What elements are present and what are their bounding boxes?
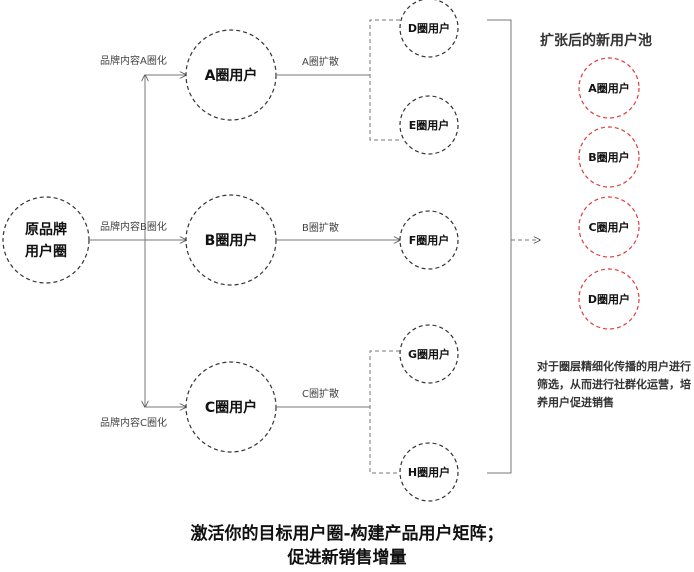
circle-a-node: A圈用户 [185, 29, 277, 121]
pool-item-a-label: A圈用户 [588, 81, 630, 95]
expand-label-b: B圈扩散 [302, 221, 339, 234]
expand-label-c: C圈扩散 [302, 387, 339, 400]
source-connectors [89, 75, 186, 407]
circle-b-label: B圈用户 [205, 232, 258, 249]
source-label-line2: 用户圈 [25, 243, 67, 260]
source-label-line1: 原品牌 [25, 221, 67, 238]
pool-item-d: D圈用户 [578, 268, 640, 330]
pool-item-a: A圈用户 [578, 57, 640, 119]
pool-bracket [487, 19, 540, 474]
target-h-label: H圈用户 [408, 465, 450, 479]
target-h-node: H圈用户 [399, 442, 459, 502]
edge-label-a: 品牌内容A圈化 [100, 54, 167, 67]
target-e-label: E圈用户 [409, 118, 450, 132]
edge-label-b: 品牌内容B圈化 [100, 220, 167, 233]
target-g-label: G圈用户 [408, 347, 450, 361]
pool-item-b: B圈用户 [578, 126, 640, 188]
target-d-node: D圈用户 [399, 0, 459, 58]
circle-b-node: B圈用户 [185, 194, 277, 286]
pool-item-c: C圈用户 [578, 196, 640, 258]
pool-item-d-label: D圈用户 [588, 292, 630, 306]
circle-c-node: C圈用户 [185, 361, 277, 453]
target-g-node: G圈用户 [399, 324, 459, 384]
edge-label-c: 品牌内容C圈化 [100, 416, 167, 429]
circle-c-label: C圈用户 [205, 399, 257, 416]
pool-description: 对于圈层精细化传播的用户进行筛选，从而进行社群化运营，培养用户促进销售 [537, 360, 691, 409]
pool-title: 扩张后的新用户池 [540, 33, 652, 49]
target-f-node: F圈用户 [399, 210, 459, 270]
source-node: 原品牌 用户圈 [2, 196, 90, 284]
expansion-connectors [276, 19, 400, 474]
expand-label-a: A圈扩散 [302, 55, 339, 68]
target-d-label: D圈用户 [408, 21, 450, 35]
target-e-node: E圈用户 [399, 95, 459, 155]
circle-a-label: A圈用户 [205, 67, 258, 84]
pool-item-c-label: C圈用户 [588, 220, 629, 234]
pool-item-b-label: B圈用户 [588, 150, 629, 164]
footer-line1: 激活你的目标用户圈-构建产品用户矩阵； [190, 524, 504, 544]
footer-line2: 促进新销售增量 [287, 548, 407, 568]
target-f-label: F圈用户 [409, 233, 450, 247]
